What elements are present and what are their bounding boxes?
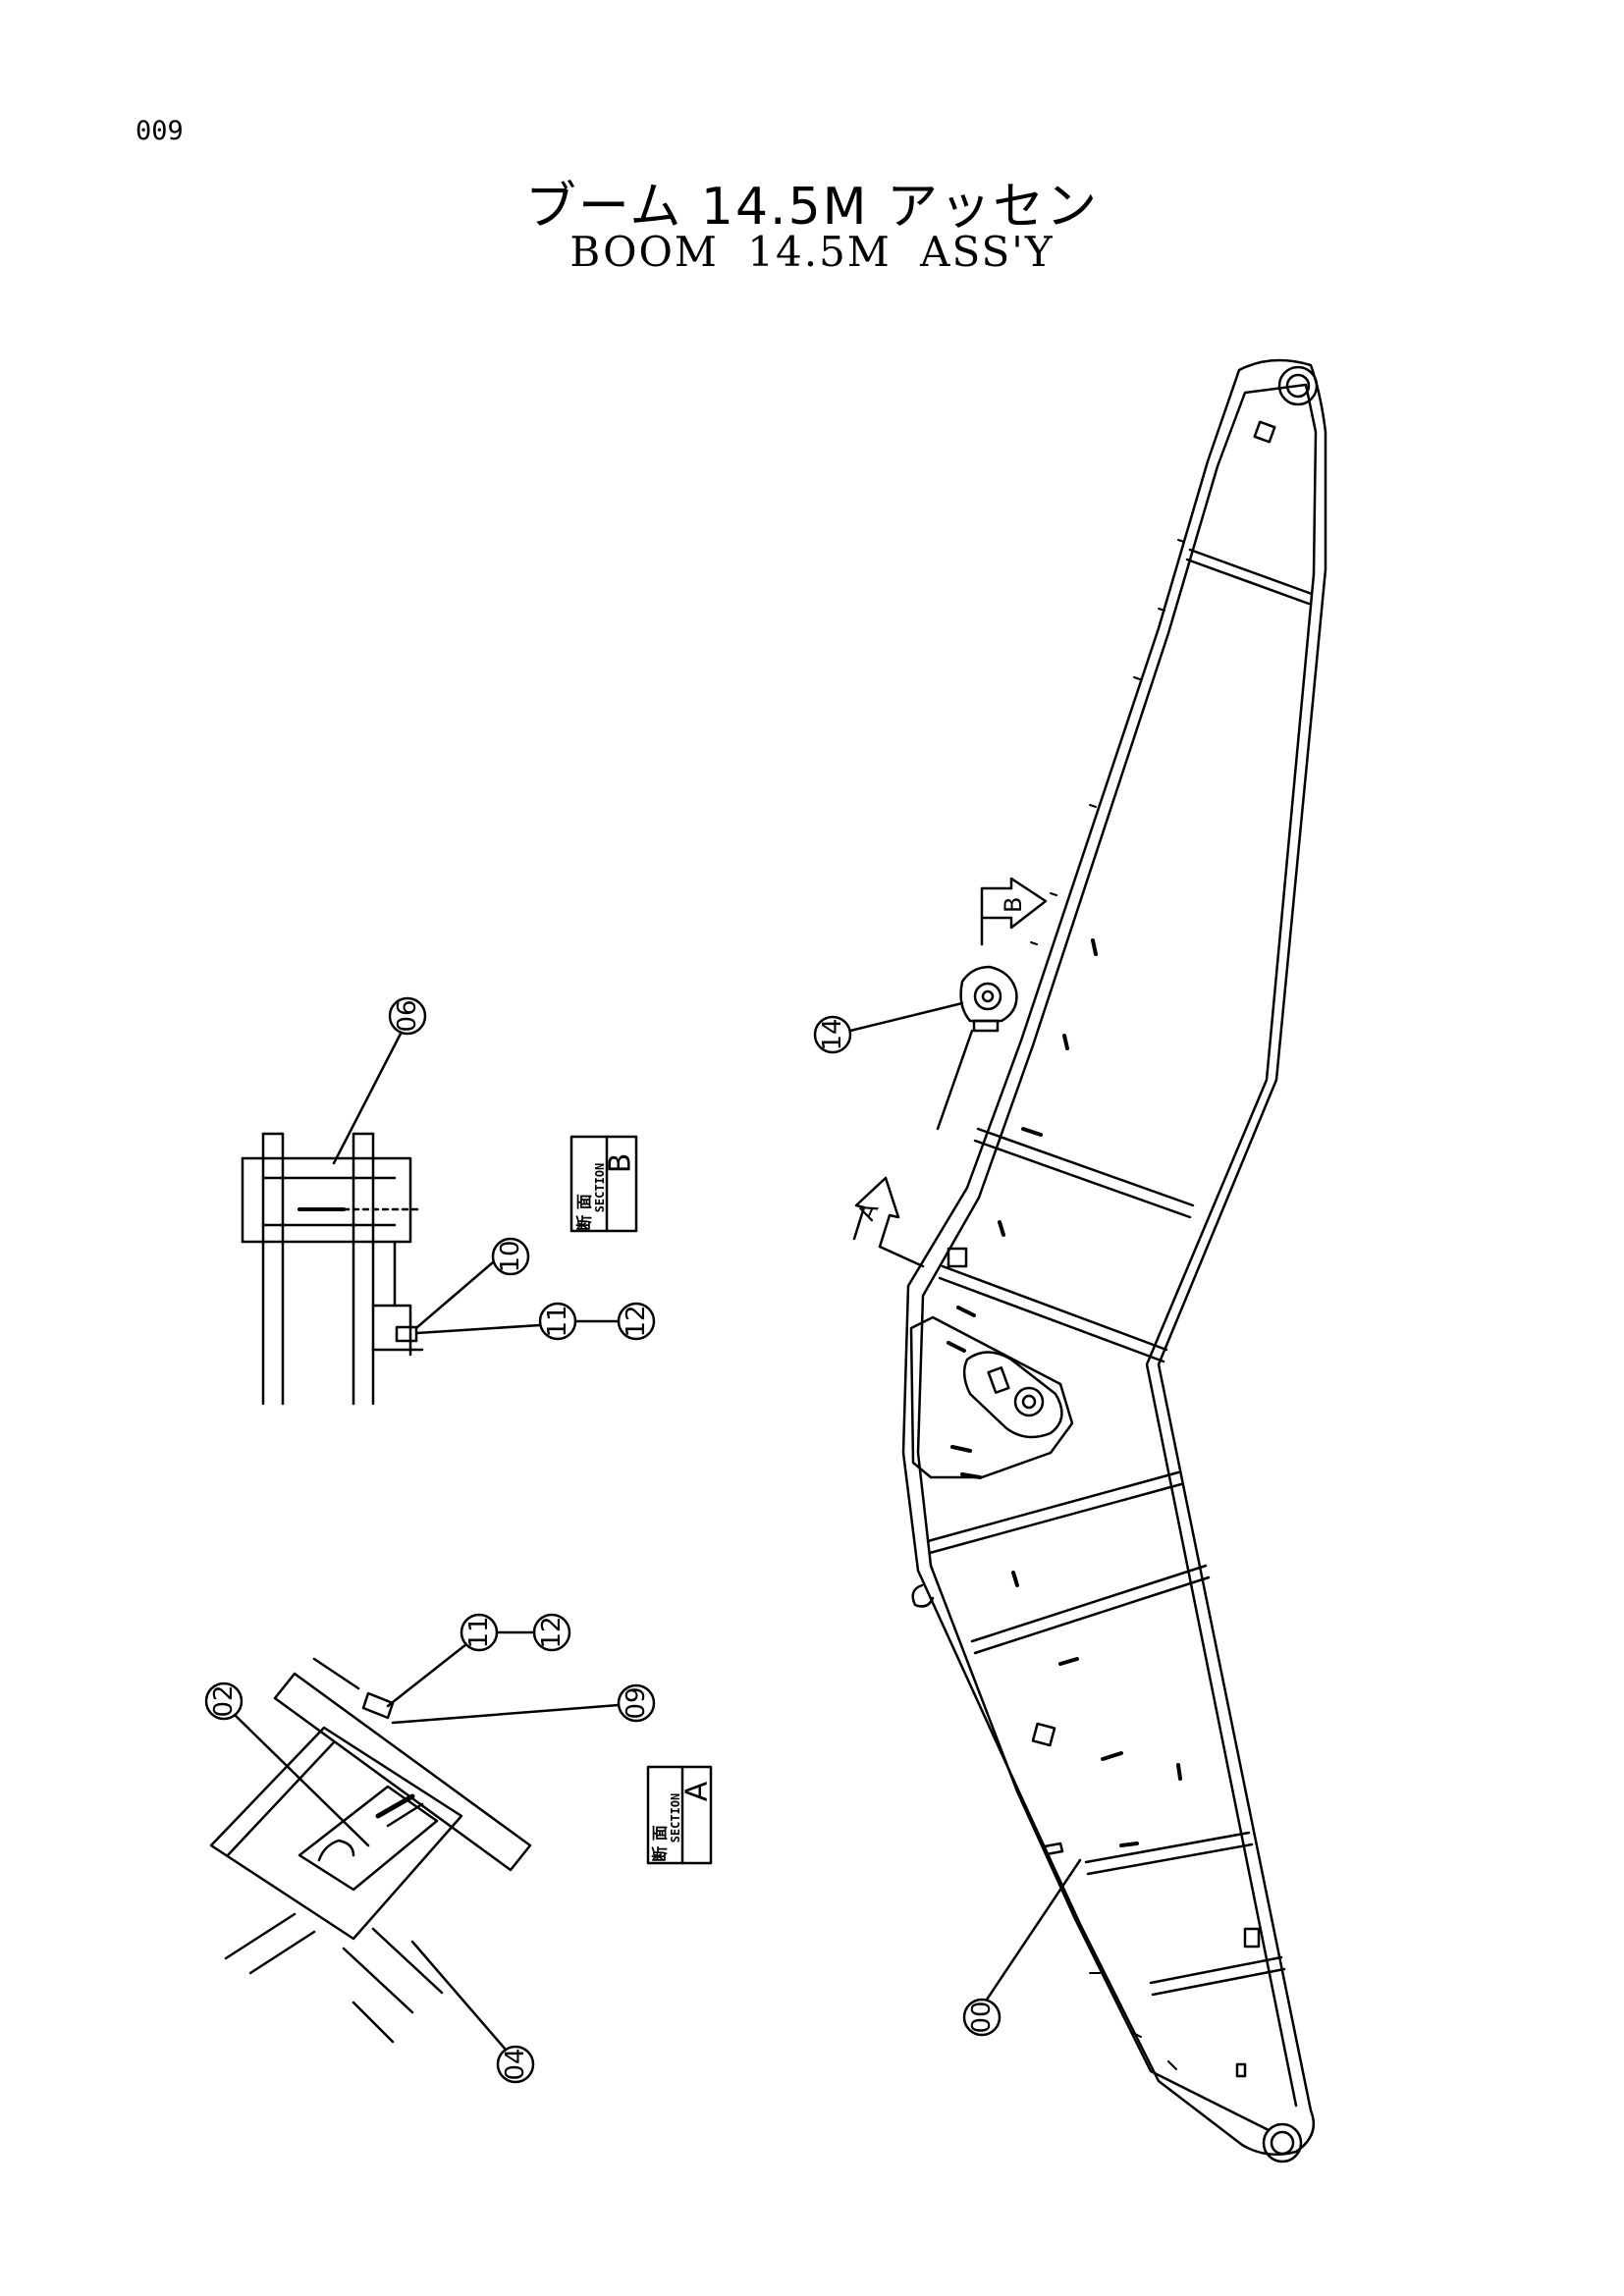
callout-12-section-a-label: 12	[537, 1616, 567, 1648]
view-arrow-a-label: A	[852, 1198, 885, 1224]
callout-11-section-a-label: 11	[464, 1616, 494, 1648]
section-b-label: B 断 面 SECTION	[569, 1135, 638, 1233]
callout-06-label: 06	[393, 999, 422, 1032]
page-title-english: BOOM 14.5M ASS'Y	[569, 228, 1055, 276]
callout-11-section-b: 11	[415, 1260, 577, 1341]
view-arrow-b-label: B	[1000, 897, 1027, 913]
page-title-japanese: ブーム 14.5M アッセン	[524, 178, 1100, 237]
section-a-detail	[209, 1657, 532, 2044]
page-number: 009	[135, 116, 184, 146]
callout-11-section-a: 11	[386, 1613, 499, 1708]
callout-02-label: 02	[209, 1684, 239, 1717]
section-a-word: SECTION	[669, 1793, 682, 1843]
section-a-label: A 断 面 SECTION	[646, 1765, 715, 1865]
section-b-detail	[241, 1132, 424, 1406]
callout-14: 14	[813, 1001, 964, 1054]
section-a-letter: A	[680, 1781, 715, 1801]
callout-14-label: 14	[818, 1018, 847, 1050]
callout-02: 02	[204, 1682, 370, 1847]
section-b-japanese: 断 面	[575, 1194, 594, 1231]
callout-04: 04	[410, 1940, 535, 2084]
callout-10-label: 10	[496, 1240, 525, 1272]
boom-main-body	[901, 358, 1327, 2163]
callout-12-section-a: 12	[495, 1613, 571, 1652]
section-a-japanese: 断 面	[651, 1825, 670, 1862]
callout-12-section-b-label: 12	[622, 1305, 651, 1337]
callout-09-label: 09	[622, 1686, 651, 1719]
callout-00: 00	[962, 1858, 1082, 2037]
callout-06: 06	[332, 996, 427, 1165]
section-b-letter: B	[604, 1153, 638, 1174]
callout-04-label: 04	[501, 2048, 530, 2080]
view-arrow-b: B	[980, 877, 1048, 946]
section-b-word: SECTION	[593, 1163, 607, 1213]
callout-00-label: 00	[967, 2001, 997, 2033]
callout-11-section-b-label: 11	[543, 1305, 572, 1337]
view-arrow-a: A	[852, 1176, 925, 1268]
callout-09: 09	[391, 1683, 656, 1725]
callout-12-section-b: 12	[573, 1302, 656, 1341]
callout-10: 10	[491, 1237, 530, 1276]
